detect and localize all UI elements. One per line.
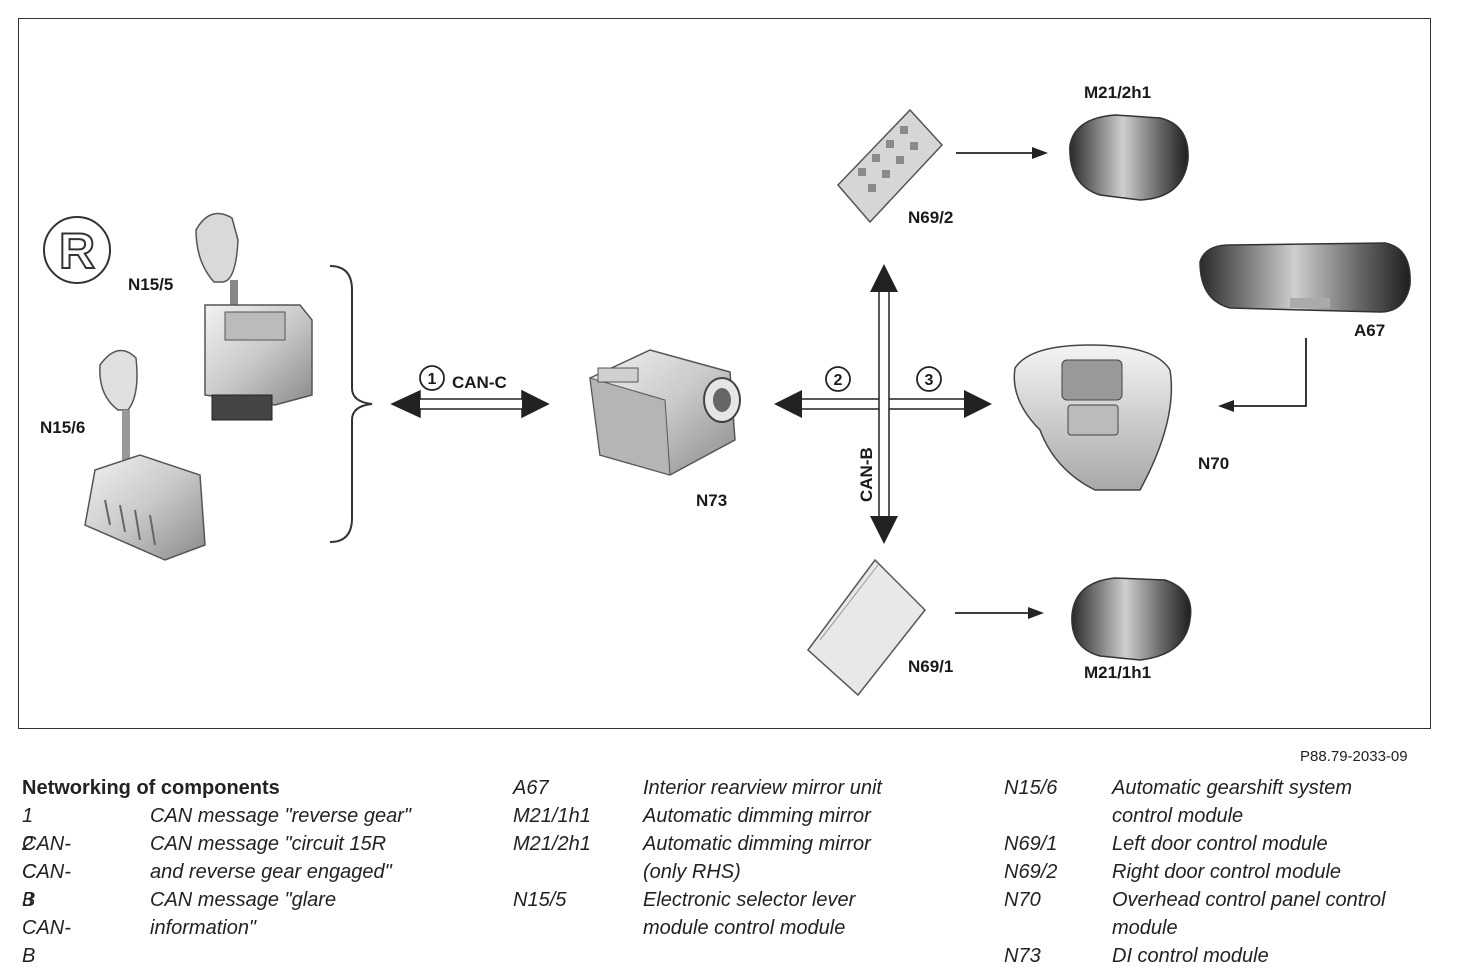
n70-overhead-panel-icon [1013,344,1173,491]
a67-to-n70-arrow [1218,338,1307,412]
legend-desc: Automatic dimming mirror [643,805,871,827]
marker-2: 2 [825,366,851,392]
legend-code: N70 [1004,889,1041,911]
legend-desc: Electronic selector lever [643,889,856,911]
legend-code: N15/5 [513,889,567,911]
reverse-symbol-text: R [59,223,95,279]
legend-code: 2 CAN-B [22,833,71,911]
legend-code: N69/1 [1004,833,1058,855]
can-c-label: CAN-C [452,373,507,392]
legend-desc: CAN message "reverse gear" [150,805,411,827]
legend-code: M21/2h1 [513,833,591,855]
reverse-gear-icon: R [43,216,111,284]
a67-label: A67 [1354,321,1385,340]
n73-label: N73 [696,491,727,510]
n70-label: N70 [1198,454,1229,473]
legend-code: N69/2 [1004,861,1058,883]
legend-col-3: N15/6 Automatic gearshift system control… [1004,774,1444,974]
group-bracket [329,265,373,543]
figure-reference: P88.79-2033-09 [1300,748,1408,765]
legend-desc: Right door control module [1112,861,1342,883]
legend-desc: CAN message "glare [150,889,337,911]
marker-1: 1 [419,365,445,391]
can-b-bus-arrows [774,264,992,544]
legend-desc: (only RHS) [643,861,741,883]
legend-desc: information" [150,917,257,939]
legend-desc: Interior rearview mirror unit [643,777,882,799]
legend-desc: DI control module [1112,945,1269,967]
n73-di-control-module-icon [589,349,741,476]
legend-desc: module control module [643,917,846,939]
n69-1-to-mirror-arrow [955,607,1044,619]
n69-2-to-mirror-arrow [956,147,1048,159]
legend-desc: CAN message "circuit 15R [150,833,387,855]
legend-code: A67 [513,777,549,799]
legend-code: M21/1h1 [513,805,591,827]
n15-6-gearshift-module-icon [84,349,206,561]
n69-1-label: N69/1 [908,657,953,676]
m21-1h1-mirror-icon [1071,577,1192,661]
n15-5-label: N15/5 [128,275,173,294]
legend-col-2: A67 Interior rearview mirror unit M21/1h… [513,774,983,974]
legend-desc: and reverse gear engaged" [150,861,392,883]
svg-text:1: 1 [428,371,437,388]
m21-2h1-mirror-icon [1069,114,1189,201]
legend-desc: Automatic gearshift system [1112,777,1353,799]
m21-1h1-label: M21/1h1 [1084,663,1151,682]
legend-code: 3 CAN-B [22,889,71,967]
svg-text:2: 2 [834,372,843,389]
svg-text:3: 3 [925,372,934,389]
legend-code: 1 CAN-C [22,805,71,883]
n69-2-right-door-module-icon [836,108,944,224]
marker-3: 3 [916,366,942,392]
can-b-label: CAN-B [857,447,876,502]
legend-col-1: Networking of components 1 CAN-C CAN mes… [22,774,492,974]
legend-code: N73 [1004,945,1041,967]
m21-2h1-label: M21/2h1 [1084,83,1151,102]
n69-2-label: N69/2 [908,208,953,227]
n15-6-label: N15/6 [40,418,85,437]
legend-desc: control module [1112,805,1244,827]
legend-desc: Left door control module [1112,833,1328,855]
n69-1-left-door-module-icon [806,558,927,697]
n15-5-selector-module-icon [195,212,313,421]
legend-desc: Automatic dimming mirror [643,833,871,855]
legend-desc: module [1112,917,1178,939]
legend-desc: Overhead control panel control [1112,889,1386,911]
can-c-arrow [390,389,550,419]
a67-interior-mirror-icon [1199,242,1411,313]
legend-title: Networking of components [22,777,280,799]
diagram-frame [18,18,1431,729]
legend-code: N15/6 [1004,777,1058,799]
